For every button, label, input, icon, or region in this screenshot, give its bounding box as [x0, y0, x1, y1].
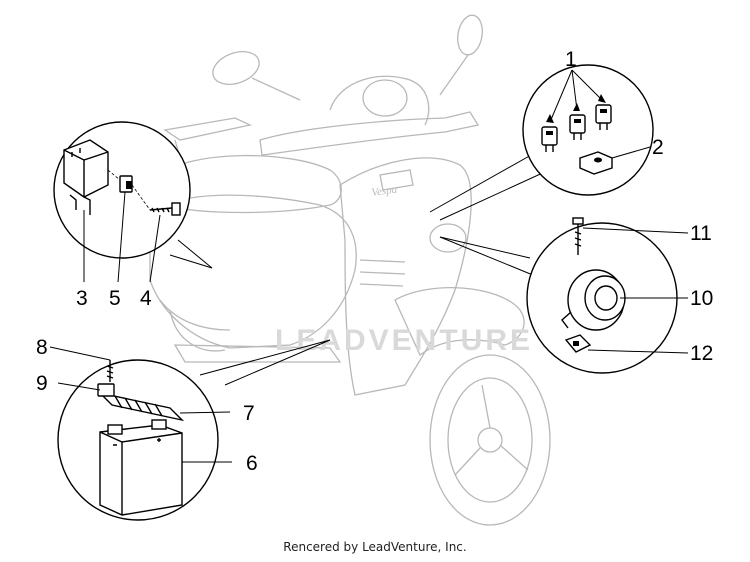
battery-strap — [97, 383, 185, 422]
relay-unit — [569, 114, 586, 140]
detail-battery — [49, 339, 331, 521]
callout-1: 1 — [565, 48, 577, 71]
flasher-unit — [579, 151, 613, 175]
scooter-badge: Vespa — [371, 183, 399, 199]
callout-9: 9 — [36, 372, 48, 395]
watermark: LEADVENTURE — [275, 324, 533, 357]
relay-unit — [541, 126, 558, 152]
callout-10: 10 — [690, 287, 713, 310]
battery — [99, 419, 183, 516]
horn-unit — [561, 269, 626, 331]
callout-11: 11 — [690, 222, 712, 245]
callout-4: 4 — [140, 287, 152, 310]
callout-7: 7 — [243, 402, 255, 425]
callout-3: 3 — [76, 287, 88, 310]
footer-credit: Rencered by LeadVenture, Inc. — [283, 540, 467, 554]
regulator-block — [63, 139, 109, 215]
callout-6: 6 — [246, 452, 258, 475]
detail-relays — [429, 64, 654, 221]
detail-bracket — [53, 121, 213, 283]
callout-8: 8 — [36, 336, 48, 359]
clip-nut — [119, 175, 133, 193]
callout-2: 2 — [652, 136, 664, 159]
scooter-outline — [149, 14, 551, 526]
callout-5: 5 — [109, 287, 121, 310]
detail-horn — [439, 217, 689, 374]
bolt — [149, 202, 181, 216]
relay-unit — [595, 104, 612, 130]
callout-12: 12 — [690, 342, 713, 365]
